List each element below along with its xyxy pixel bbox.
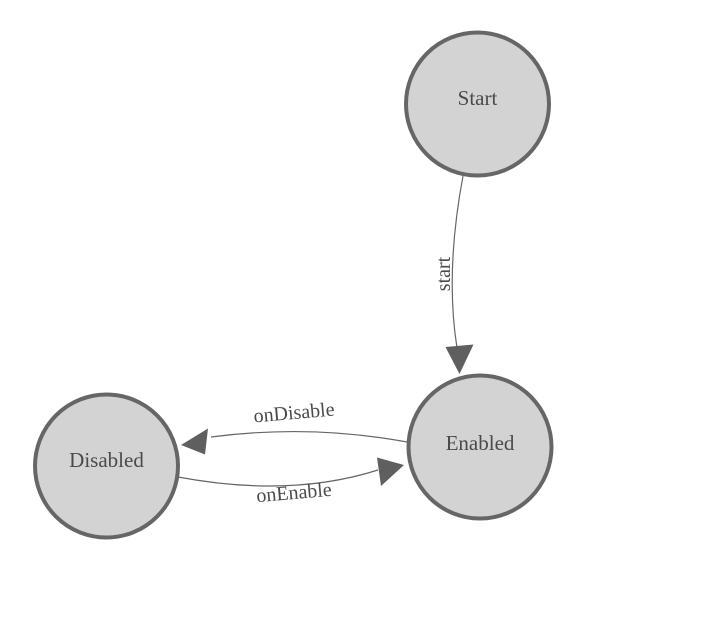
edge-onenable-line <box>177 469 379 487</box>
edge-onenable-arrowhead-icon <box>377 457 404 486</box>
edge-enabled-to-disabled: onDisable <box>181 398 408 455</box>
edge-ondisable-arrowhead-icon <box>181 428 208 455</box>
state-node-disabled[interactable]: Disabled <box>33 392 180 540</box>
state-node-start-label: Start <box>458 86 498 110</box>
edge-start-arrowhead-icon <box>445 344 474 374</box>
state-node-start[interactable]: Start <box>404 30 551 178</box>
edge-label-start: start <box>433 256 455 291</box>
edge-start-line <box>451 175 464 349</box>
edge-disabled-to-enabled: onEnable <box>177 457 404 508</box>
state-node-disabled-circle[interactable] <box>33 392 180 540</box>
state-node-enabled[interactable]: Enabled <box>406 373 554 521</box>
edge-ondisable-line <box>210 430 408 443</box>
state-node-enabled-label: Enabled <box>446 431 515 455</box>
state-node-start-circle[interactable] <box>404 30 551 178</box>
edge-label-ondisable: onDisable <box>253 398 336 427</box>
edge-label-onenable: onEnable <box>255 479 332 508</box>
state-node-disabled-label: Disabled <box>69 448 144 472</box>
edge-start-to-enabled: start <box>433 175 474 374</box>
state-node-enabled-circle[interactable] <box>406 373 554 521</box>
